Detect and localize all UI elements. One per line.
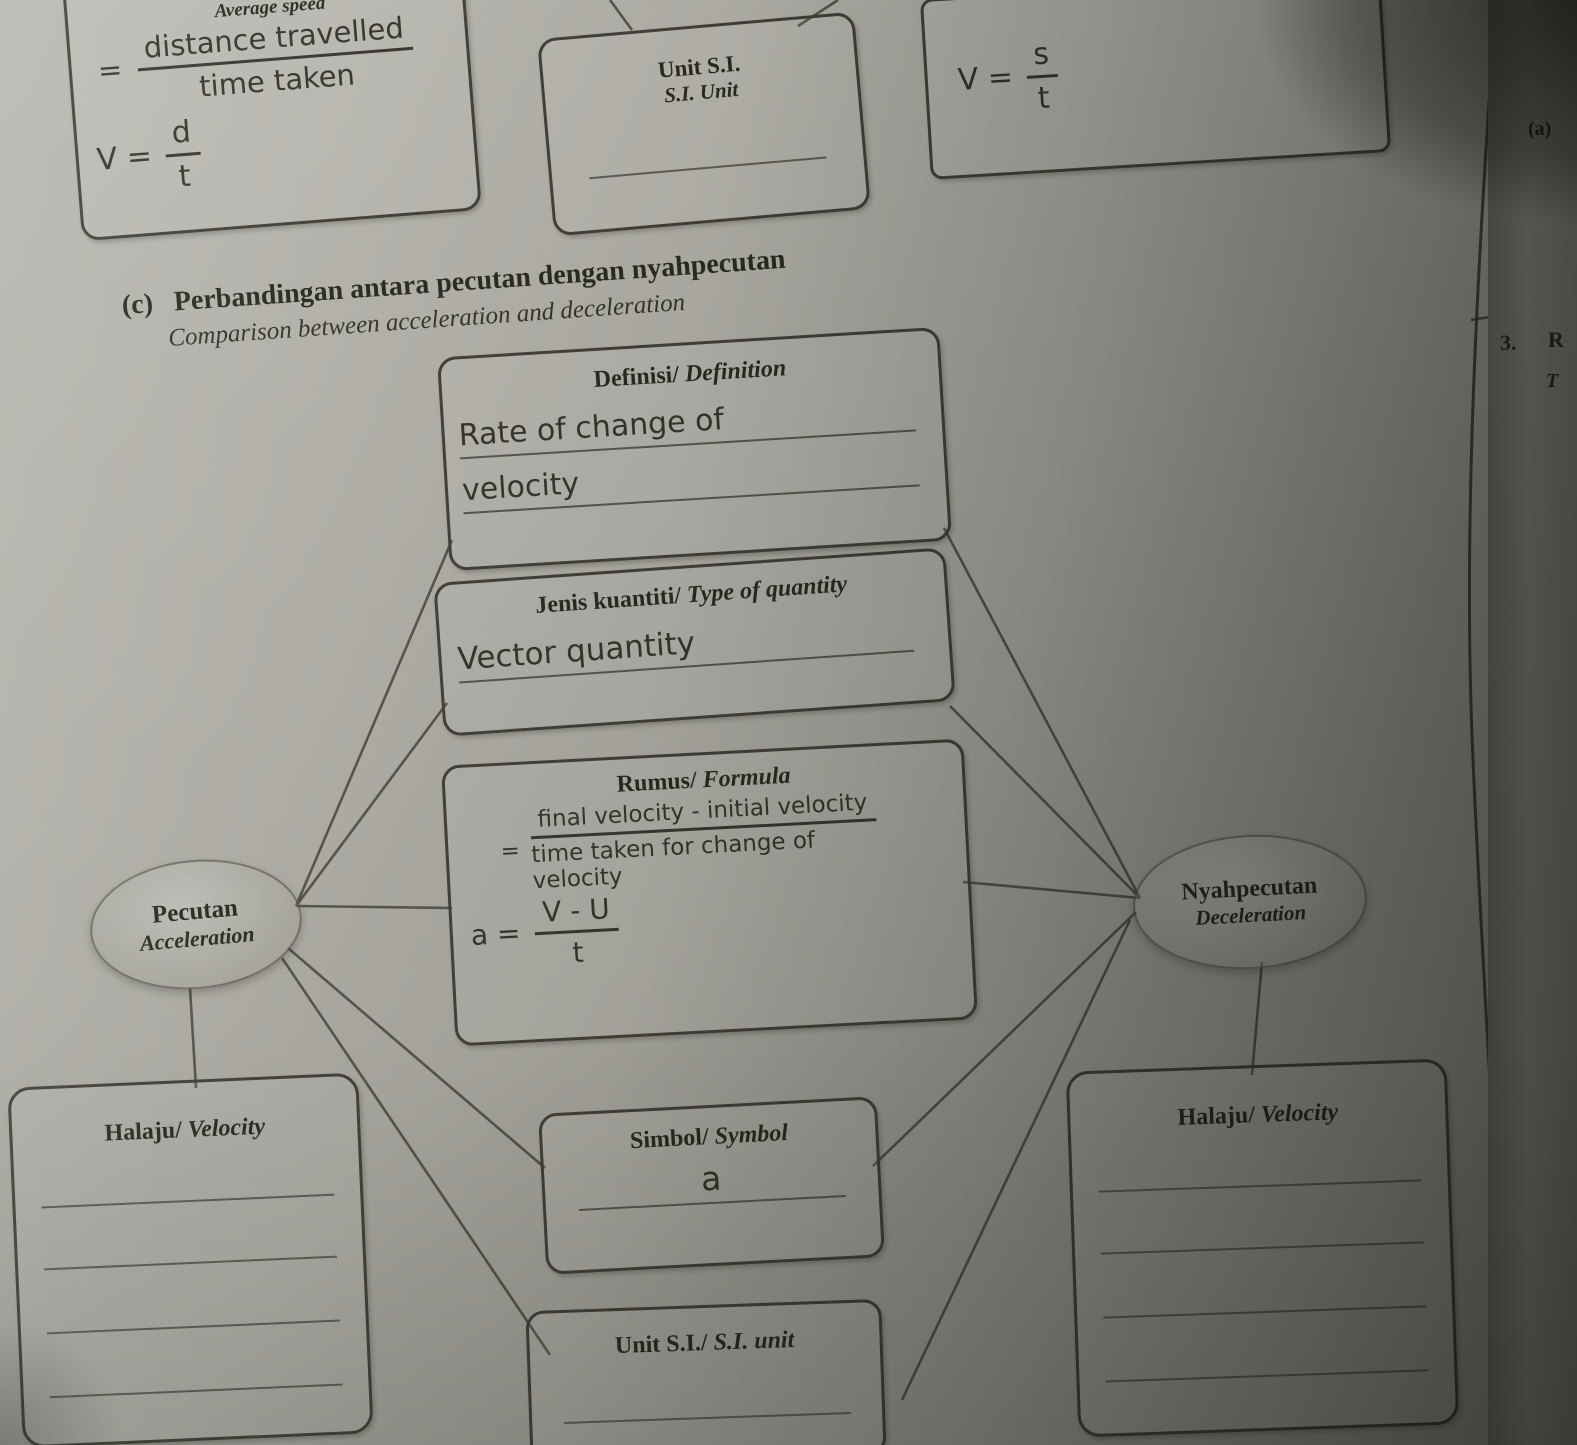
formula-label-en: Formula [701,762,792,794]
definition-label-ms: Definisi/ [592,361,680,393]
symbol-label-ms: Simbol/ [629,1124,710,1155]
definition-label-en: Definition [684,355,787,388]
unit-label-ms: Unit S.I./ [614,1329,709,1360]
answer-line-blank [1099,1179,1422,1193]
unit-answer-line [563,1411,851,1424]
fraction-denominator-line2: velocity [532,863,624,895]
margin-label-a: (a) [1528,118,1552,140]
velocity-box-right: Halaju/ Velocity [1065,1058,1460,1438]
formula-denominator: t [1036,80,1051,117]
velocity-box-left: Halaju/ Velocity [7,1072,374,1445]
formula-lhs: V = [95,138,154,178]
answer-line-blank [1101,1241,1424,1255]
velocity-right-label-en: Velocity [1260,1099,1339,1128]
average-speed-symbol-formula: V = d t [94,92,476,200]
next-page-strip [1488,0,1577,1445]
formula-box: Rumus/ Formula = final velocity - initia… [441,738,978,1047]
velocity-left-label-en: Velocity [187,1113,266,1143]
velocity-right-label-ms: Halaju/ [1177,1102,1256,1131]
equals-sign: = [499,837,521,865]
quantity-label-ms: Jenis kuantiti/ [534,582,682,619]
si-unit-bottom-box: Unit S.I./ S.I. unit [525,1298,887,1445]
answer-line-blank [41,1193,335,1209]
formula-numerator: d [162,113,201,158]
si-unit-answer-line [589,156,827,180]
quantity-answer-line: Vector quantity [456,609,915,684]
symbol-answer-line: a [577,1152,846,1211]
answer-line-blank [44,1255,338,1271]
speed-formula-box: V = s t [919,0,1392,180]
formula-label-ms: Rumus/ [616,767,698,798]
answer-line-blank [49,1383,343,1399]
margin-section-sub: T [1546,370,1559,392]
formula-denominator: t [177,158,192,195]
answer-line-blank [1103,1305,1426,1319]
answer-line-blank [46,1319,340,1335]
answer-line-blank [1105,1369,1429,1383]
formula-lhs: a = [470,916,522,953]
margin-section-number: 3. [1500,330,1517,355]
speed-formula: V = s t [956,16,1385,121]
equals-sign: = [96,52,124,88]
symbol-box: Simbol/ Symbol a [538,1096,885,1275]
definition-answer-line2: velocity [461,445,920,515]
formula-numerator: s [1024,36,1059,79]
formula-denominator: t [571,935,585,970]
unit-label-en: S.I. unit [713,1326,795,1356]
si-unit-box: Unit S.I. S.I. Unit [536,11,872,237]
symbol-label-en: Symbol [713,1119,789,1150]
quantity-label-en: Type of quantity [686,571,848,609]
heading-index: (c) [120,288,154,322]
formula-lhs: V = [956,59,1015,99]
velocity-left-label-ms: Halaju/ [103,1117,183,1147]
average-speed-box: Average speed = distance travelled time … [59,0,482,242]
formula-numerator: V - U [533,891,619,936]
margin-section-letter: R [1548,327,1564,352]
definition-box: Definisi/ Definition Rate of change of v… [436,326,953,572]
deceleration-label-en: Deceleration [1194,900,1307,930]
